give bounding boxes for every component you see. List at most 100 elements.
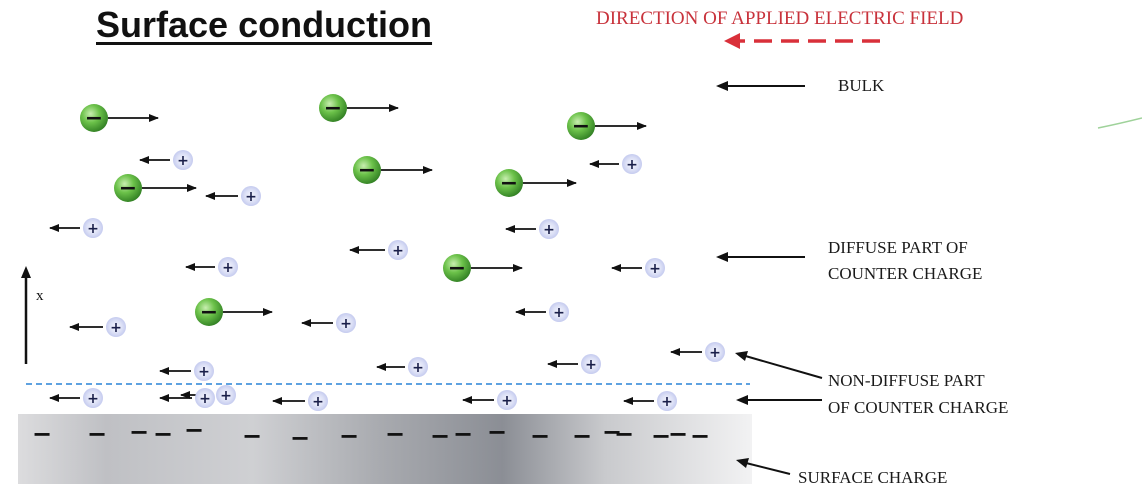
nondiffuse-pointer-lower-head [736, 395, 748, 405]
cation: + [69, 317, 126, 337]
cation-ball [539, 219, 559, 239]
anion-sign: − [500, 171, 518, 196]
decorative-stroke [1097, 117, 1142, 129]
cation: + [349, 240, 408, 260]
surface-negative-charge: − [32, 420, 52, 448]
anion-ball [567, 112, 595, 140]
anion-ball [80, 104, 108, 132]
cation: + [611, 258, 665, 278]
cation-ball [705, 342, 725, 362]
cation-sign: + [340, 316, 352, 332]
cation-ball [336, 313, 356, 333]
anion-ball [195, 298, 223, 326]
cation: + [462, 390, 517, 410]
cation-ball [83, 388, 103, 408]
anion: − [567, 112, 647, 140]
cation-sign: + [649, 261, 661, 277]
cation-ball [308, 391, 328, 411]
anion-sign: − [324, 96, 342, 121]
anion-ball [495, 169, 523, 197]
cation-sign: + [177, 153, 189, 169]
cation-ball [218, 257, 238, 277]
cation: + [49, 218, 103, 238]
anion: − [443, 254, 523, 282]
cation: + [670, 342, 725, 362]
anion-sign: − [200, 300, 218, 325]
cation-sign: + [312, 394, 324, 410]
surface-negative-charge: − [690, 422, 710, 450]
diffuse-label-line1: DIFFUSE PART OF [828, 238, 968, 257]
diagram-title: Surface conduction [96, 4, 433, 45]
anion: − [319, 94, 399, 122]
surface-charge-label: SURFACE CHARGE [798, 468, 948, 487]
surface-negative-charge: − [614, 420, 634, 448]
surface-negative-charge: − [129, 418, 149, 446]
anion: − [195, 298, 273, 326]
cation: + [185, 257, 238, 277]
cation-sign: + [198, 364, 210, 380]
cation-sign: + [543, 222, 555, 238]
cation: + [205, 186, 261, 206]
anion-ball [319, 94, 347, 122]
cation-ball [173, 150, 193, 170]
cation-ball [83, 218, 103, 238]
surface-negative-charge: − [651, 422, 671, 450]
anion-sign: − [119, 176, 137, 201]
cation-ball [622, 154, 642, 174]
cation: + [49, 388, 103, 408]
cation-ball [195, 388, 215, 408]
cation: + [139, 150, 193, 170]
surface-negative-charge: − [339, 422, 359, 450]
surface-negative-charge: − [385, 420, 405, 448]
surface-negative-charge: − [430, 422, 450, 450]
cation-sign: + [412, 360, 424, 376]
cation: + [159, 361, 214, 381]
field-direction-arrow [724, 33, 880, 49]
surface-charge-pointer [741, 461, 791, 475]
nondiffuse-pointer-upper-head [735, 351, 748, 361]
anion: − [353, 156, 433, 184]
cation-ball [657, 391, 677, 411]
surface-negative-charge: − [153, 420, 173, 448]
anion-sign: − [448, 256, 466, 281]
anion-sign: − [85, 106, 103, 131]
charged-surface [18, 414, 752, 484]
cation-sign: + [553, 305, 565, 321]
surface-negative-charge: − [668, 420, 688, 448]
anion-ball [443, 254, 471, 282]
anion: − [495, 169, 577, 197]
cation: + [515, 302, 569, 322]
x-axis-arrow [21, 266, 31, 364]
cation-ball [194, 361, 214, 381]
cation-ball [549, 302, 569, 322]
cation-sign: + [199, 391, 211, 407]
cation: + [623, 391, 677, 411]
diffuse-label-line2: COUNTER CHARGE [828, 264, 983, 283]
cation-sign: + [220, 388, 232, 404]
cation-sign: + [87, 391, 99, 407]
nondiffuse-pointer-upper [741, 354, 823, 379]
surface-negative-charge: − [487, 418, 507, 446]
cation-ball [497, 390, 517, 410]
cation: + [589, 154, 642, 174]
cation: + [547, 354, 601, 374]
field-direction-label: DIRECTION OF APPLIED ELECTRIC FIELD [596, 8, 964, 29]
surface-charges: −−−−−−−−−−−−−−−−−−− [32, 416, 710, 452]
surface-negative-charge: − [242, 422, 262, 450]
cation-sign: + [709, 345, 721, 361]
surface-negative-charge: − [87, 420, 107, 448]
nondiffuse-label-line1: NON-DIFFUSE PART [828, 371, 985, 390]
anion-ball [114, 174, 142, 202]
anion-ball [353, 156, 381, 184]
anion-sign: − [358, 158, 376, 183]
cation-sign: + [585, 357, 597, 373]
label-pointers [716, 81, 823, 475]
bulk-pointer-head [716, 81, 728, 91]
surface-negative-charge: − [453, 420, 473, 448]
surface-negative-charge: − [530, 422, 550, 450]
anion-sign: − [572, 114, 590, 139]
x-axis-label: x [36, 288, 44, 304]
cation-sign: + [245, 189, 257, 205]
cation-ball [645, 258, 665, 278]
cation-sign: + [222, 260, 234, 276]
